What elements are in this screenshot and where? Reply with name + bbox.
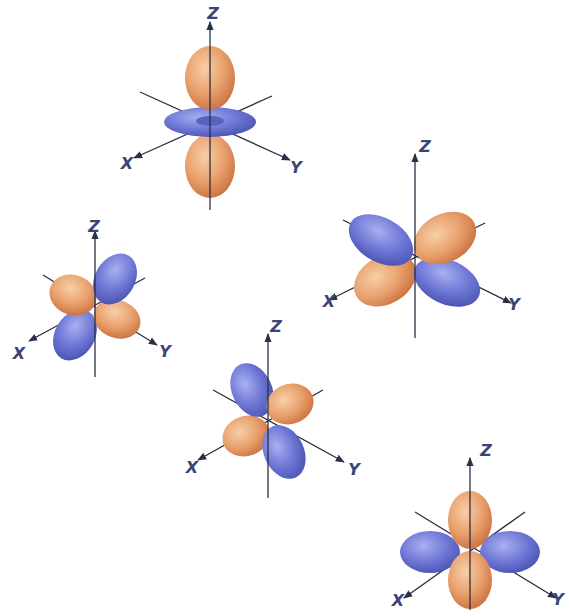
axis-label: Z xyxy=(419,139,431,155)
axis-label: Z xyxy=(480,443,492,459)
d-orbital xyxy=(400,458,556,610)
axis-label: X xyxy=(323,294,335,310)
axis-label: X xyxy=(186,460,198,476)
axis-label: Z xyxy=(88,219,100,235)
d-orbital xyxy=(198,334,344,498)
axis-label: X xyxy=(121,156,133,172)
axis-label: Z xyxy=(207,6,219,22)
axis-label: Y xyxy=(348,462,360,478)
axis-label: X xyxy=(392,593,404,609)
dz2-orbital xyxy=(134,22,290,210)
d-orbital xyxy=(29,231,157,377)
axis-label: Y xyxy=(552,592,564,608)
axis-label: Z xyxy=(270,319,282,335)
axis-label: X xyxy=(13,346,25,362)
d-orbital xyxy=(329,154,511,338)
axis-label: Y xyxy=(508,297,520,313)
axis-label: Y xyxy=(159,344,171,360)
axis-label: Y xyxy=(290,160,302,176)
